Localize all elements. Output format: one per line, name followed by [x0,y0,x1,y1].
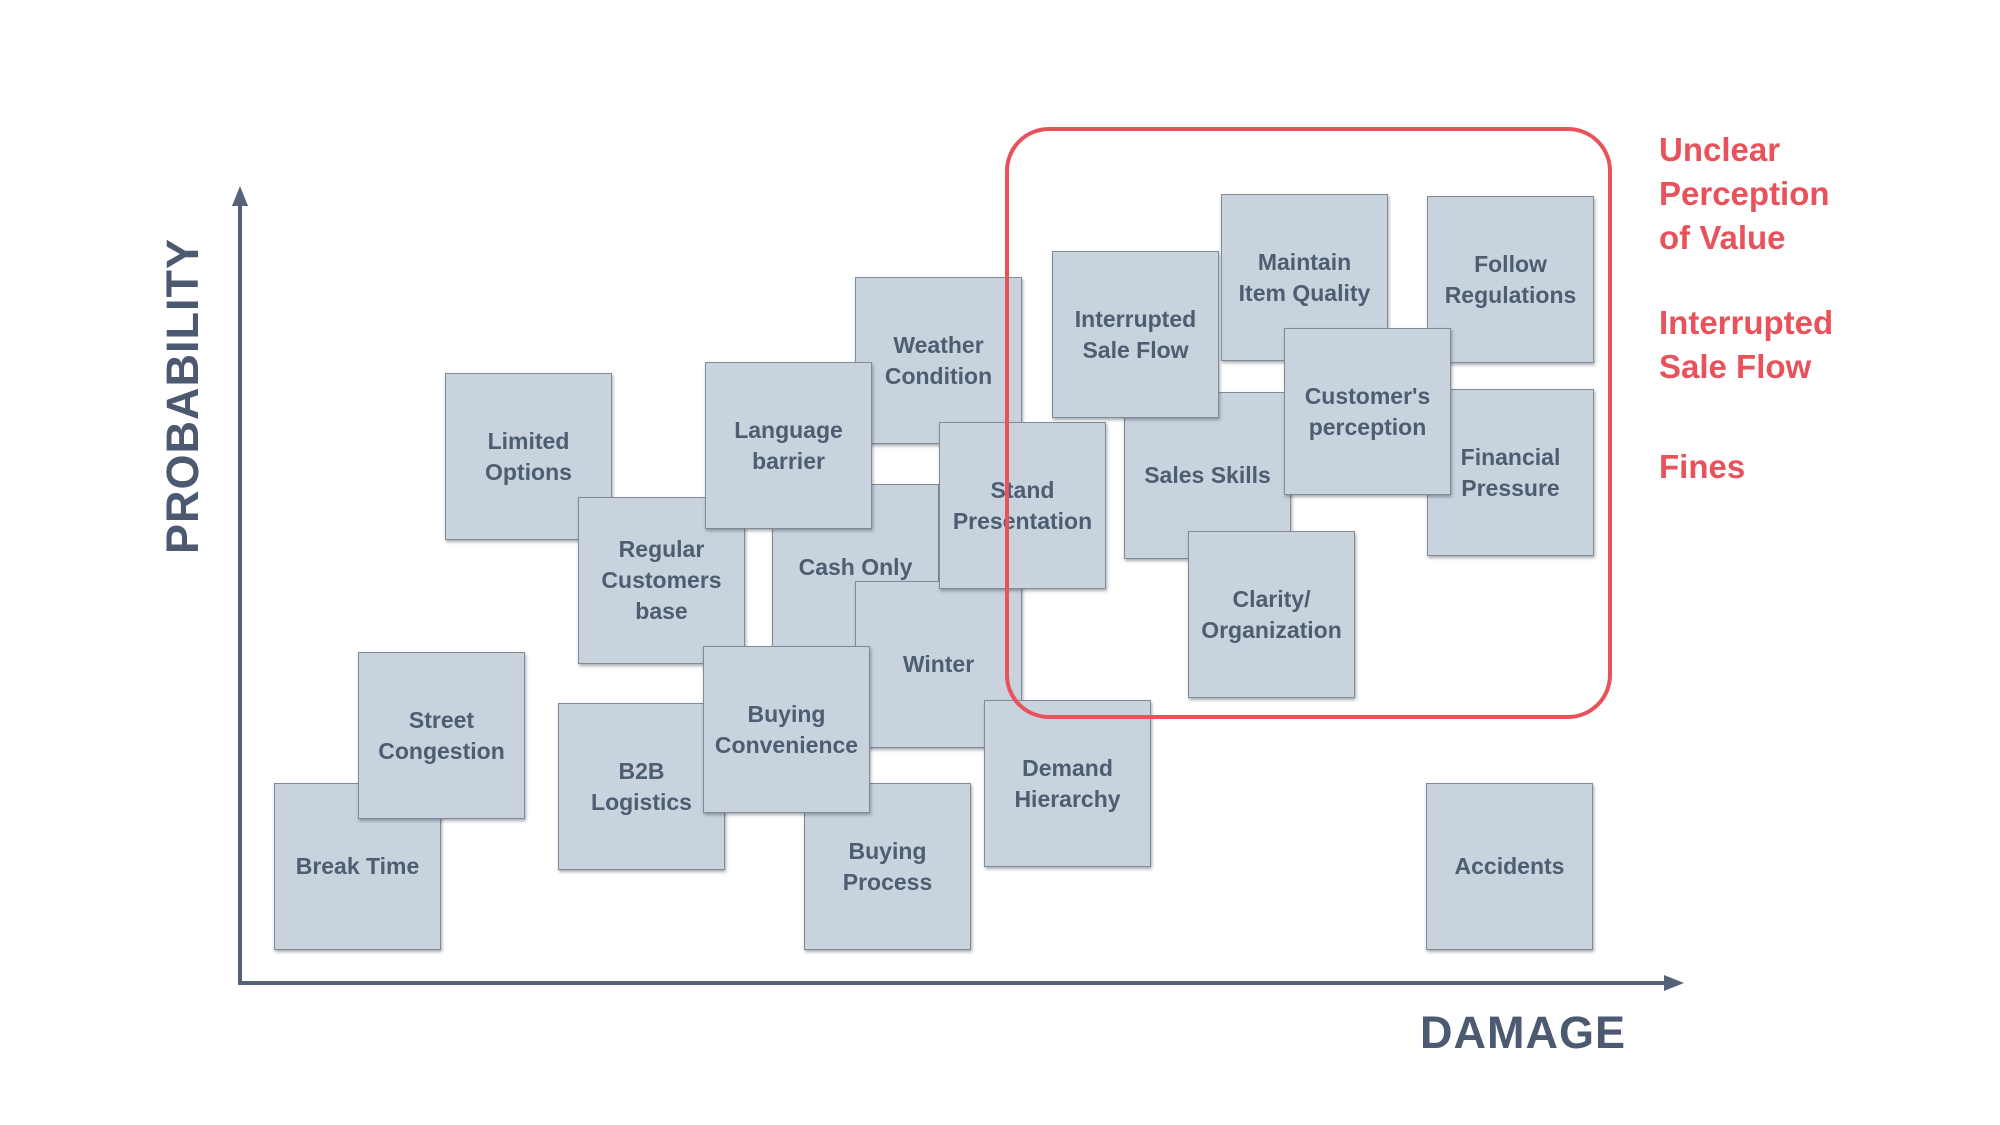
card-label: Weather Condition [884,331,993,389]
card-label: Financial Pressure [1460,443,1561,501]
card-limited-options: Limited Options [445,373,612,540]
card-clarity-organization: Clarity/ Organization [1188,531,1355,698]
card-b2b-logistics: B2B Logistics [558,703,725,870]
card-label: Demand Hierarchy [1014,754,1121,812]
card-label: Follow Regulations [1444,250,1577,308]
card-label: Clarity/ Organization [1201,585,1342,643]
card-label: Customer's perception [1304,382,1431,440]
card-label: Cash Only [798,554,913,580]
legend-interrupted-sale-flow: Interrupted Sale Flow [1659,304,1834,385]
card-accidents: Accidents [1426,783,1593,950]
card-weather-condition: Weather Condition [855,277,1022,444]
card-follow-regulations: Follow Regulations [1427,196,1594,363]
card-label: Limited Options [485,427,572,485]
legend-fines: Fines [1659,448,1746,485]
card-language-barrier: Language barrier [705,362,872,529]
x-axis-title: DAMAGE [1420,1007,1626,1058]
x-axis-arrowhead [1664,975,1684,991]
card-label: Winter [902,651,975,677]
card-street-congestion: Street Congestion [358,652,525,819]
card-stand-presentation: Stand Presentation [939,422,1106,589]
card-label: Sales Skills [1144,462,1271,488]
card-label: B2B Logistics [591,757,692,815]
card-label: Buying Convenience [714,700,859,758]
card-label: Regular Customers base [601,536,722,624]
card-customers-perception: Customer's perception [1284,328,1451,495]
card-label: Street Congestion [378,706,505,764]
card-buying-process: Buying Process [804,783,971,950]
card-label: Interrupted Sale Flow [1074,305,1197,363]
legend-unclear-perception-of-value: Unclear Perception of Value [1659,131,1830,256]
card-label: Maintain Item Quality [1238,248,1371,306]
card-label: Accidents [1454,853,1565,879]
card-interrupted-sale-flow: Interrupted Sale Flow [1052,251,1219,418]
card-financial-pressure: Financial Pressure [1427,389,1594,556]
y-axis-title: PROBABILITY [157,237,208,555]
card-buying-convenience: Buying Convenience [703,646,870,813]
y-axis-arrowhead [232,186,248,206]
card-demand-hierarchy: Demand Hierarchy [984,700,1151,867]
card-label: Buying Process [842,837,933,895]
card-label: Break Time [295,853,420,879]
card-label: Language barrier [734,416,843,474]
card-label: Stand Presentation [952,476,1093,534]
